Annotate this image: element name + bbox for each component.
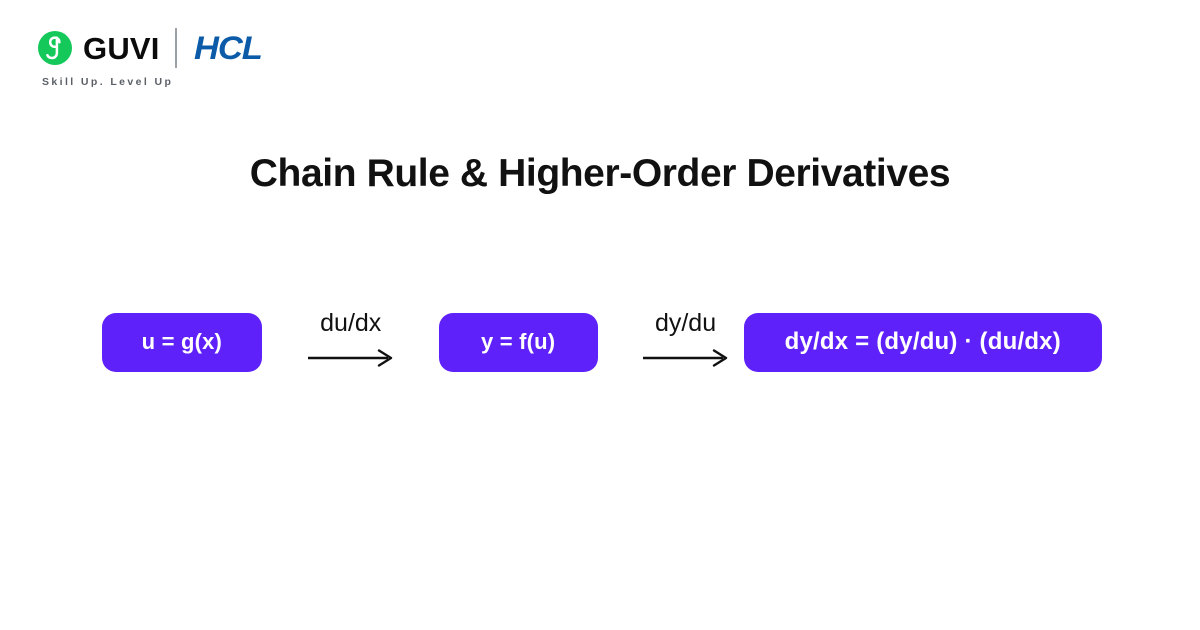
flow-node-inner-function: u = g(x) xyxy=(102,312,262,372)
brand-logo-row: GUVI HCL xyxy=(38,26,262,70)
brand-header: GUVI HCL Skill Up. Level Up xyxy=(38,26,262,88)
flow-arrow-du-dx: du/dx xyxy=(307,311,395,373)
flow-node-chain-rule-result: dy/dx = (dy/du) · (du/dx) xyxy=(743,312,1102,372)
brand-divider xyxy=(174,28,177,68)
hcl-wordmark: HCL xyxy=(193,30,263,66)
brand-tagline: Skill Up. Level Up xyxy=(42,76,174,88)
guvi-wordmark: GUVI xyxy=(83,30,160,66)
arrow-right-icon xyxy=(307,349,392,367)
flow-arrow-label-du-dx: du/dx xyxy=(320,309,382,337)
flow-arrow-dy-du: dy/du xyxy=(642,311,730,373)
flow-node-outer-function: y = f(u) xyxy=(438,312,598,372)
guvi-logo-icon xyxy=(38,31,72,65)
chain-rule-flow-diagram: u = g(x) du/dx y = f(u) dy/du dy/dx = (d… xyxy=(102,292,1102,392)
arrow-right-icon xyxy=(642,349,727,367)
page-title: Chain Rule & Higher-Order Derivatives xyxy=(249,152,951,195)
flow-arrow-label-dy-du: dy/du xyxy=(654,309,717,337)
